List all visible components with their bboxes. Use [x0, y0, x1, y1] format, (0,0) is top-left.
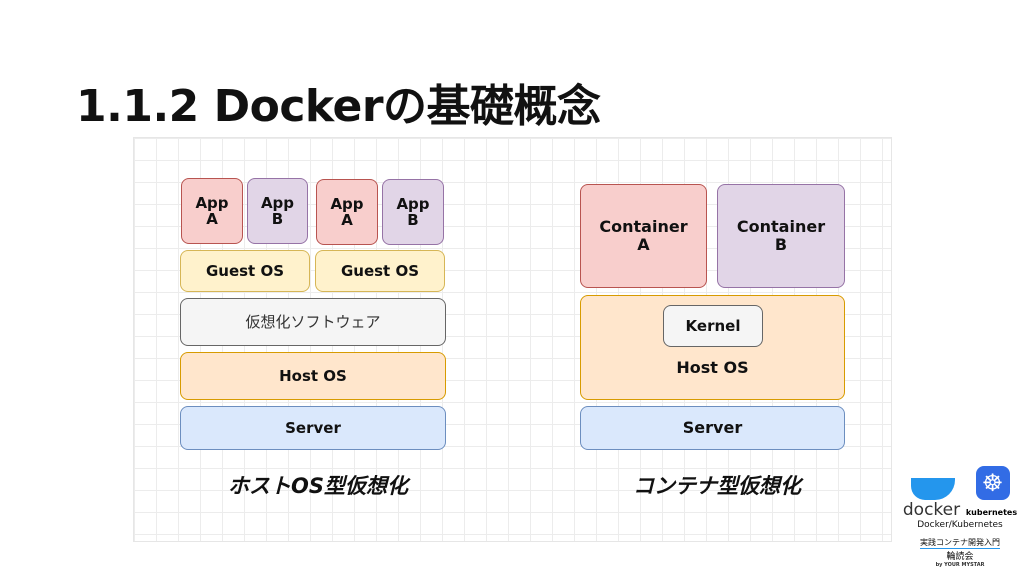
study-group-logo: ☸ docker kubernetes Docker/Kubernetes 実践…	[900, 462, 1020, 572]
app-b-box: App B	[247, 178, 308, 244]
logo-by: by YOUR MYSTAR	[935, 562, 985, 568]
guest-os-box: Guest OS	[180, 250, 310, 292]
kubernetes-helm-icon: ☸	[975, 466, 1010, 500]
container-b-box: Container B	[717, 184, 845, 288]
host-os-box: Host OS	[180, 352, 446, 400]
host-os-virtualization-caption: ホストOS型仮想化	[228, 474, 408, 498]
logo-line3: 輪読会	[946, 552, 974, 562]
logo-line1: Docker/Kubernetes	[917, 520, 1003, 530]
server-box: Server	[580, 406, 845, 450]
container-a-box: Container A	[580, 184, 707, 288]
kernel-box: Kernel	[663, 305, 763, 347]
app-b-box: App B	[382, 179, 444, 245]
app-a-box: App A	[181, 178, 243, 244]
app-a-box: App A	[316, 179, 378, 245]
guest-os-box: Guest OS	[315, 250, 445, 292]
logo-line2: 実践コンテナ開発入門	[920, 538, 1000, 549]
docker-whale-icon	[910, 478, 955, 500]
kubernetes-wordmark: kubernetes	[965, 508, 1018, 517]
container-virtualization-caption: コンテナ型仮想化	[633, 474, 801, 498]
server-box: Server	[180, 406, 446, 450]
docker-wordmark: docker	[902, 500, 961, 520]
virtualization-software-box: 仮想化ソフトウェア	[180, 298, 446, 346]
page-title: 1.1.2 Dockerの基礎概念	[76, 81, 601, 132]
